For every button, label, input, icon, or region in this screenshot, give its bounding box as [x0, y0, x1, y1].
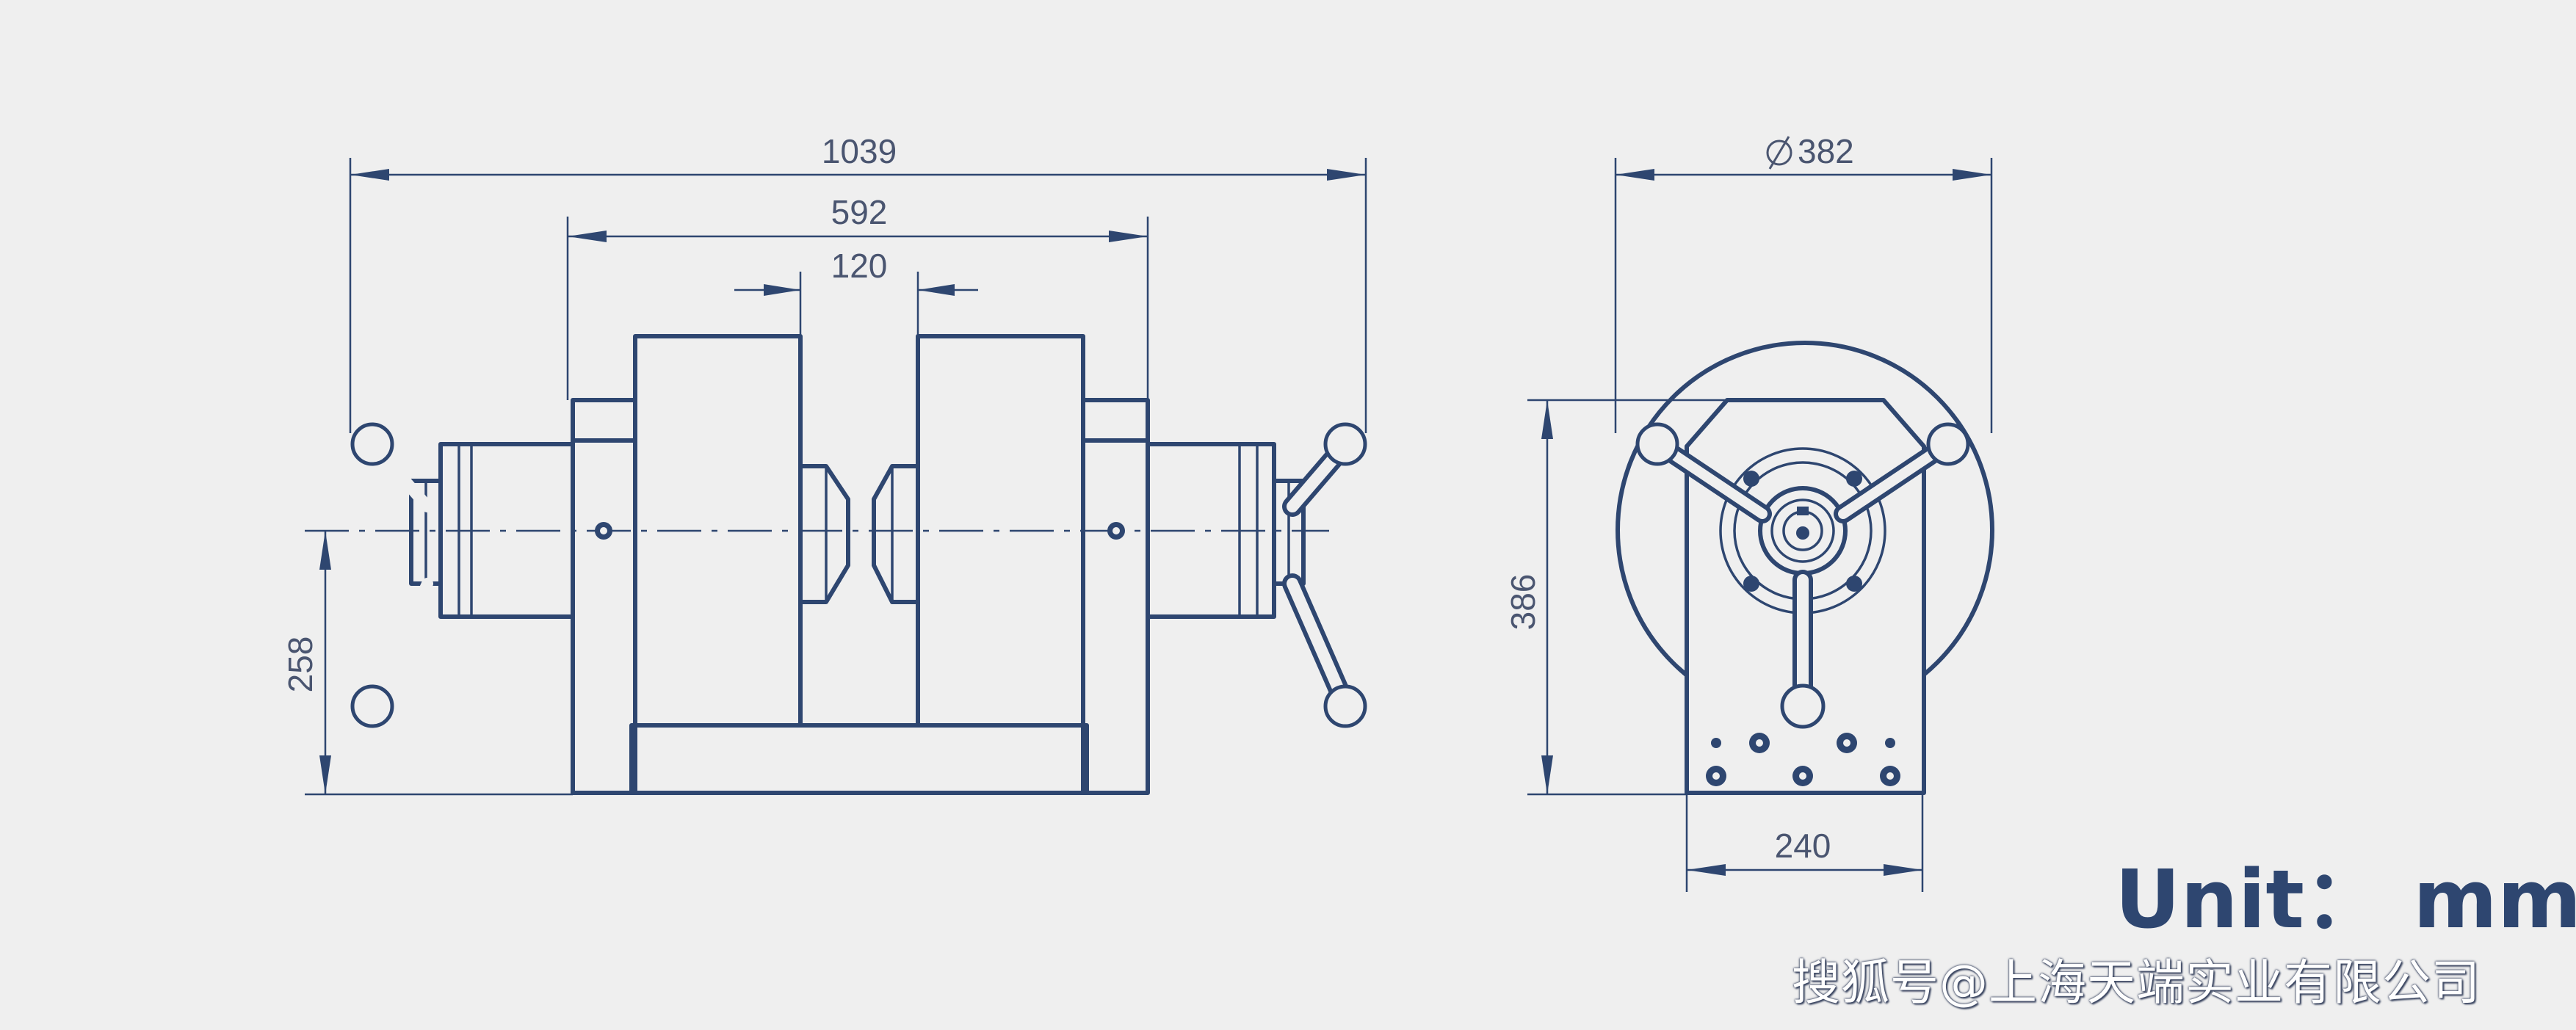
dim-gap: 120 — [734, 247, 978, 336]
left-knob-top — [350, 422, 394, 466]
watermark-text: 搜狐号@上海天端实业有限公司 — [1792, 954, 2481, 1011]
flange-bolt — [1743, 471, 1759, 487]
dim-height-center: 258 — [281, 531, 573, 796]
right-knob-top — [1323, 422, 1367, 466]
right-jaw — [872, 464, 920, 604]
left-handwheel — [350, 422, 433, 728]
left-jaw — [798, 464, 850, 604]
front-view: 1039 592 120 258 — [281, 132, 1367, 796]
dim-gap-label: 120 — [831, 247, 888, 285]
side-knob-bottom — [1780, 683, 1826, 729]
dim-height-total: 386 — [1504, 399, 1727, 796]
dim-body-length-label: 592 — [831, 193, 888, 231]
dim-overall-length: 1039 — [349, 132, 1367, 433]
dim-height-total-label: 386 — [1504, 574, 1542, 631]
unit-label: Unit： mm — [2115, 852, 2576, 946]
side-knob-left — [1635, 422, 1679, 466]
side-knob-right — [1926, 422, 1970, 466]
dim-diameter: 382 — [1614, 132, 1993, 433]
side-view: 382 386 240 — [1504, 132, 1994, 892]
dim-diameter-label: 382 — [1798, 132, 1854, 170]
left-end-plate — [571, 398, 637, 795]
dim-overall-length-label: 1039 — [822, 132, 897, 170]
right-knob-bottom — [1323, 684, 1367, 728]
right-handwheel — [1282, 422, 1367, 728]
left-knob-bottom — [350, 684, 394, 728]
side-handwheel — [1635, 422, 1970, 729]
diameter-symbol — [1766, 136, 1792, 170]
right-end-plate — [1081, 398, 1150, 795]
dim-height-center-label: 258 — [281, 637, 319, 693]
base-plate — [629, 723, 1089, 795]
dim-base-width-label: 240 — [1775, 827, 1831, 865]
base-holes — [1706, 733, 1900, 786]
dim-base-width: 240 — [1685, 794, 1924, 892]
dim-body-length: 592 — [566, 193, 1149, 400]
